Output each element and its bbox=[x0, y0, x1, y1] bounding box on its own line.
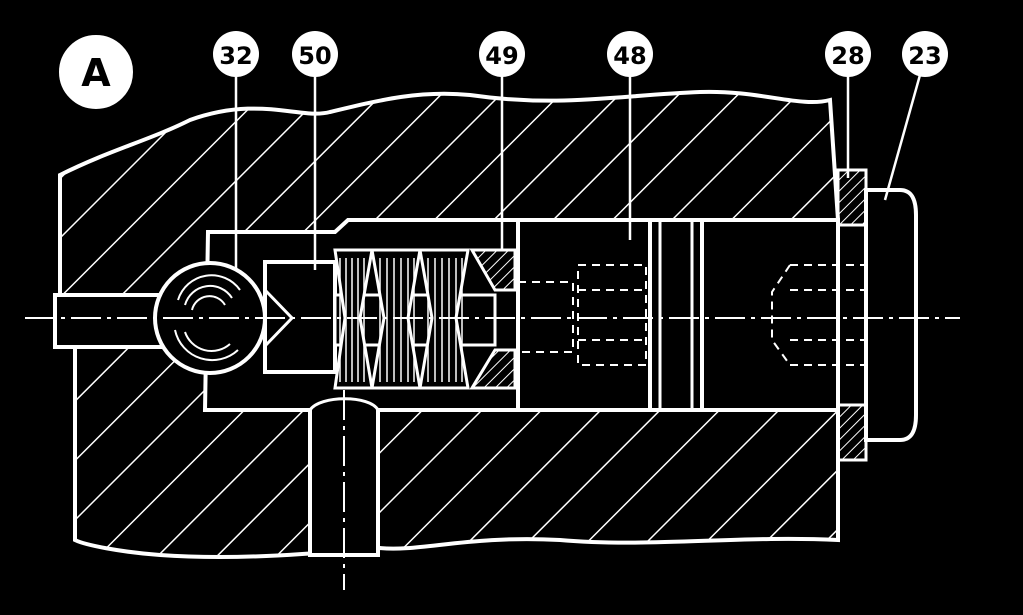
callout-49: 49 bbox=[479, 31, 525, 77]
sleeve bbox=[516, 218, 704, 412]
callout-label: 50 bbox=[298, 42, 331, 70]
callout-48: 48 bbox=[607, 31, 653, 77]
threaded-end bbox=[700, 218, 905, 412]
centerlines bbox=[25, 317, 960, 590]
callout-a: A bbox=[57, 33, 135, 111]
callout-label: 28 bbox=[831, 42, 864, 70]
callout-50: 50 bbox=[292, 31, 338, 77]
leader-lines bbox=[234, 74, 922, 270]
callout-32: 32 bbox=[213, 31, 259, 77]
callout-label: 32 bbox=[219, 42, 252, 70]
callout-label: 23 bbox=[908, 42, 941, 70]
view-label: A bbox=[81, 51, 111, 95]
seal-ring bbox=[836, 168, 868, 462]
plug bbox=[864, 188, 918, 442]
callout-28: 28 bbox=[825, 31, 871, 77]
callout-label: 48 bbox=[613, 42, 646, 70]
callout-label: 49 bbox=[485, 42, 518, 70]
callout-23: 23 bbox=[902, 31, 948, 77]
